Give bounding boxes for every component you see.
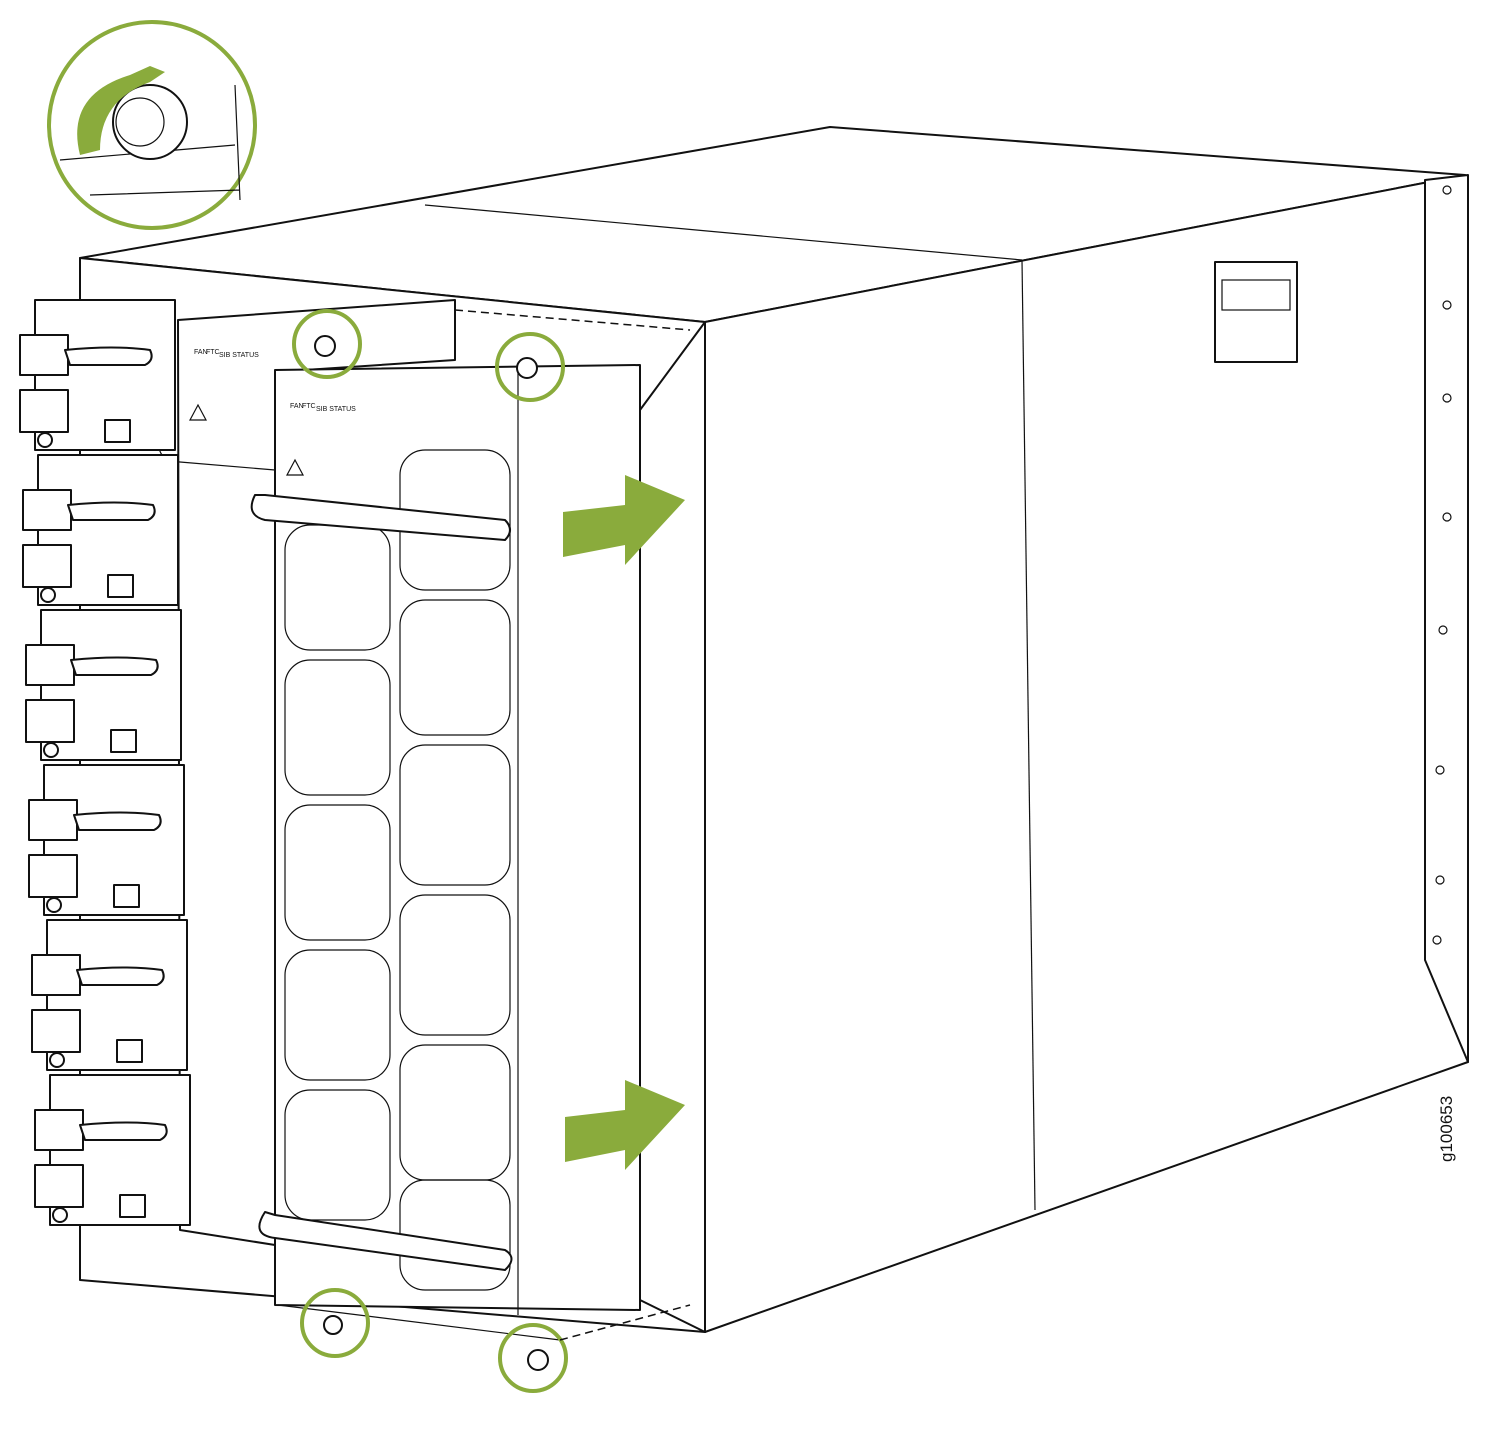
power-switch[interactable] xyxy=(110,729,137,753)
power-inlet xyxy=(25,699,75,743)
captive-screw-top-right[interactable] xyxy=(495,332,565,402)
power-inlet xyxy=(28,799,78,841)
thumbscrew-icon xyxy=(112,84,188,160)
psu-handle[interactable] xyxy=(79,1121,168,1141)
psu-handle[interactable] xyxy=(67,501,156,521)
psu-screw[interactable] xyxy=(52,1207,68,1223)
led-label-sib-status: SIB STATUS xyxy=(316,406,356,413)
chassis-handle xyxy=(1214,261,1298,363)
insert-arrow-bottom xyxy=(565,1080,685,1170)
led-label-fan: FAN xyxy=(290,403,304,410)
led-label-ftc: FTC xyxy=(302,403,316,410)
power-inlet xyxy=(19,389,69,433)
power-switch[interactable] xyxy=(119,1194,146,1218)
captive-screw-bottom-left[interactable] xyxy=(300,1288,370,1358)
power-inlet xyxy=(19,334,69,376)
power-supplies xyxy=(19,299,191,1226)
front-handle-top[interactable] xyxy=(250,494,511,541)
psu-handle[interactable] xyxy=(64,346,153,366)
power-inlet xyxy=(34,1164,84,1208)
hot-surface-warning-icon xyxy=(189,403,304,476)
power-supply-3 xyxy=(25,609,182,761)
psu-screw[interactable] xyxy=(43,742,59,758)
psu-handle[interactable] xyxy=(76,966,165,986)
power-inlet xyxy=(31,1009,81,1053)
psu-handle[interactable] xyxy=(73,811,162,831)
front-led-labels: FAN FTC SIB STATUS xyxy=(290,403,356,413)
power-switch[interactable] xyxy=(113,884,140,908)
psu-screw[interactable] xyxy=(40,587,56,603)
led-label-fan: FAN xyxy=(194,349,208,356)
power-supply-1 xyxy=(19,299,176,451)
front-handle-bottom[interactable] xyxy=(258,1211,513,1271)
power-inlet xyxy=(28,854,78,898)
power-inlet xyxy=(22,489,72,531)
fan-bay-opening xyxy=(639,321,706,1333)
psu-screw[interactable] xyxy=(37,432,53,448)
screw-detail-callout xyxy=(47,20,257,230)
figure-id: g100653 xyxy=(1437,1096,1456,1162)
power-supply-6 xyxy=(34,1074,191,1226)
power-inlet xyxy=(22,544,72,588)
power-supply-4 xyxy=(28,764,185,916)
power-inlet xyxy=(31,954,81,996)
psu-screw[interactable] xyxy=(49,1052,65,1068)
fan-tray-front: FAN FTC SIB STATUS xyxy=(189,364,641,1341)
captive-screw-top-left[interactable] xyxy=(292,309,362,379)
insert-arrow-top xyxy=(563,475,685,565)
power-switch[interactable] xyxy=(107,574,134,598)
power-supply-5 xyxy=(31,919,188,1071)
led-label-sib-status: SIB STATUS xyxy=(219,352,259,359)
power-switch[interactable] xyxy=(116,1039,143,1063)
captive-screw-bottom-right[interactable] xyxy=(498,1323,568,1393)
captive-screw-callouts xyxy=(292,309,691,1393)
rotate-counterclockwise-arrow-icon xyxy=(77,66,165,155)
rear-led-labels: FAN FTC SIB STATUS xyxy=(194,349,259,359)
psu-handle[interactable] xyxy=(70,656,159,676)
power-inlet xyxy=(25,644,75,686)
power-switch[interactable] xyxy=(104,419,131,443)
power-inlet xyxy=(34,1109,84,1151)
rack-ear xyxy=(1424,174,1469,1063)
psu-screw[interactable] xyxy=(46,897,62,913)
rack-holes xyxy=(1432,185,1452,945)
led-label-ftc: FTC xyxy=(206,349,220,356)
power-supply-2 xyxy=(22,454,179,606)
chassis-side xyxy=(704,174,1469,1333)
